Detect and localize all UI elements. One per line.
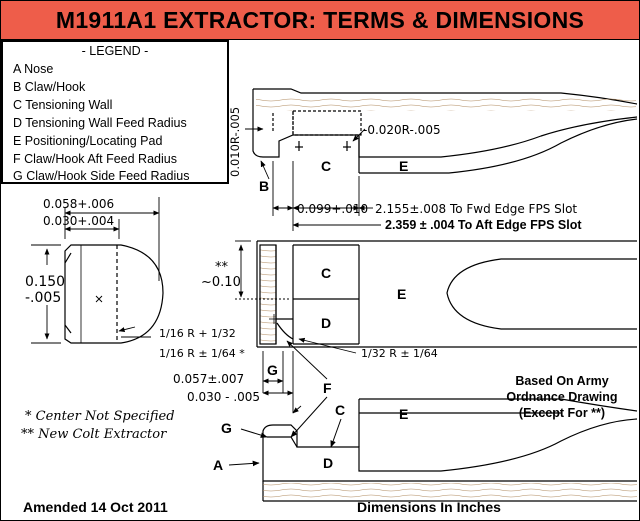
- label-f: F: [323, 380, 332, 396]
- legend-header: - LEGEND -: [81, 44, 149, 58]
- page-title: M1911A1 EXTRACTOR: TERMS & DIMENSIONS: [55, 6, 585, 33]
- top-profile-view: [252, 88, 638, 174]
- note-center-not-specified: * Center Not Specified: [25, 409, 175, 424]
- legend-item-a: A Nose: [13, 62, 54, 76]
- label-d-bot: D: [323, 455, 333, 471]
- label-e-bot: E: [399, 406, 408, 422]
- army-note-line-3: (Except For **): [518, 406, 606, 420]
- dim-030a: 0.030+.004: [43, 214, 114, 228]
- label-g-mid: G: [267, 362, 278, 378]
- dim-058: 0.058+.006: [43, 197, 114, 211]
- end-view: [64, 244, 164, 344]
- note-new-colt-extractor: ** New Colt Extractor: [21, 427, 167, 442]
- letter-label-group: B C E C E D G F C E G A D: [213, 158, 408, 473]
- dim-020r: -0.020R-.005: [363, 123, 441, 137]
- label-c-mid: C: [321, 265, 331, 281]
- dim-010r: 0.010R-.005: [228, 107, 242, 177]
- army-note-line-1: Based On Army: [515, 374, 609, 388]
- label-g-bot: G: [221, 420, 232, 436]
- label-c-bot: C: [335, 402, 345, 418]
- label-c-top: C: [321, 158, 331, 174]
- label-d-mid: D: [321, 315, 331, 331]
- bottom-view-arrows: [228, 396, 342, 467]
- end-view-dimensions: [31, 197, 160, 344]
- middle-view-dimensions: [235, 240, 357, 414]
- radius-2: 1/16 R ± 1/64 *: [159, 347, 245, 360]
- top-view-dimensions: [245, 126, 381, 231]
- legend-item-f: F Claw/Hook Aft Feed Radius: [13, 152, 177, 166]
- label-b: B: [259, 178, 269, 194]
- dim-057: 0.057±.007: [173, 372, 244, 386]
- legend-item-b: B Claw/Hook: [13, 80, 86, 94]
- dim-150a: 0.150: [25, 274, 65, 290]
- army-note: Based On Army Ordnance Drawing (Except F…: [487, 373, 637, 421]
- label-e-mid: E: [397, 286, 406, 302]
- dim-099: 0.099+.010: [297, 202, 368, 216]
- dim-030b: 0.030 - .005: [187, 390, 260, 404]
- radius-1: 1/16 R + 1/32: [159, 327, 236, 340]
- legend-item-e: E Positioning/Locating Pad: [13, 134, 163, 148]
- dim-2359: 2.359 ± .004 To Aft Edge FPS Slot: [385, 218, 582, 232]
- legend-box: - LEGEND - A Nose B Claw/Hook C Tensioni…: [1, 40, 229, 184]
- dim-2155: 2.155±.008 To Fwd Edge FPS Slot: [375, 202, 577, 216]
- label-e-top: E: [399, 158, 408, 174]
- middle-plan-view: [256, 240, 637, 348]
- legend-item-g: G Claw/Hook Side Feed Radius: [13, 169, 190, 183]
- units-note: Dimensions In Inches: [357, 499, 501, 515]
- dim-010c: **: [215, 260, 229, 275]
- dim-text-group: 0.010R-.005 -0.020R-.005 0.099+.010 2.15…: [25, 107, 582, 404]
- army-note-line-2: Ordnance Drawing: [506, 390, 618, 404]
- legend-item-d: D Tensioning Wall Feed Radius: [13, 116, 187, 130]
- legend-item-c: C Tensioning Wall: [13, 98, 113, 112]
- dim-150b: -.005: [25, 290, 61, 306]
- bottom-profile-view: [262, 398, 638, 502]
- label-a: A: [213, 457, 223, 473]
- radius-3: 1/32 R ± 1/64: [361, 347, 438, 360]
- title-bar: M1911A1 EXTRACTOR: TERMS & DIMENSIONS: [1, 1, 639, 40]
- amended-date: Amended 14 Oct 2011: [23, 499, 168, 515]
- dim-010d: ~0.10: [201, 275, 241, 290]
